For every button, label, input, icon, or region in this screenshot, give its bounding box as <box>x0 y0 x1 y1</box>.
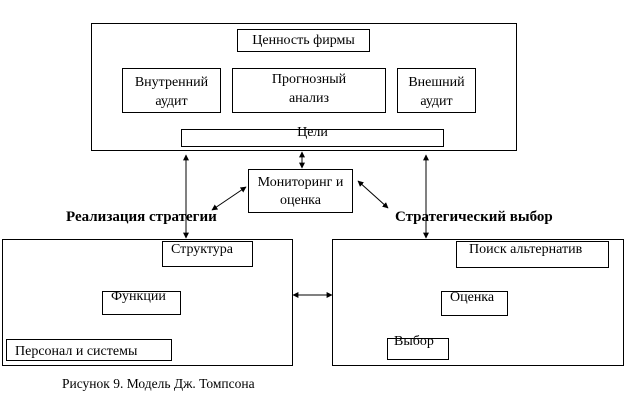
structure-label: Структура <box>171 242 234 257</box>
external-audit-box: Внешний аудит <box>397 68 476 113</box>
firm-value-label: Ценность фирмы <box>252 33 355 48</box>
monitoring-line1: Мониторинг и <box>257 175 344 190</box>
forecast-analysis-line2: анализ <box>288 91 330 106</box>
search-alternatives-box: Поиск альтернатив <box>456 241 609 268</box>
evaluation-label: Оценка <box>450 290 495 305</box>
evaluation-box: Оценка <box>441 290 508 316</box>
goals-label: Цели <box>297 125 328 140</box>
structure-box: Структура <box>162 241 253 267</box>
strategic-choice-heading: Стратегический выбор <box>395 209 553 225</box>
personnel-label: Персонал и системы <box>15 344 138 359</box>
bidirectional-arrows <box>183 151 429 298</box>
personnel-box: Персонал и системы <box>6 339 172 361</box>
functions-label: Функции <box>111 289 166 304</box>
internal-audit-line1: Внутренний <box>134 75 209 90</box>
choice-box: Выбор <box>387 334 449 360</box>
firm-value-box: Ценность фирмы <box>237 29 370 52</box>
monitoring-line2: оценка <box>279 193 321 208</box>
external-audit-line2: аудит <box>420 94 453 109</box>
choice-label: Выбор <box>394 334 434 349</box>
search-alternatives-label: Поиск альтернатив <box>469 242 583 257</box>
internal-audit-line2: аудит <box>155 94 188 109</box>
functions-box: Функции <box>102 289 181 315</box>
monitoring-box: Мониторинг и оценка <box>248 169 353 213</box>
strategy-implementation-heading: Реализация стратегии <box>66 209 217 225</box>
internal-audit-box: Внутренний аудит <box>122 68 221 113</box>
goals-box: Цели <box>181 125 444 147</box>
forecast-analysis-box: Прогнозный анализ <box>232 68 386 113</box>
figure-caption: Рисунок 9. Модель Дж. Томпсона <box>62 376 255 391</box>
forecast-analysis-line1: Прогнозный <box>271 72 347 87</box>
external-audit-line1: Внешний <box>408 75 465 90</box>
